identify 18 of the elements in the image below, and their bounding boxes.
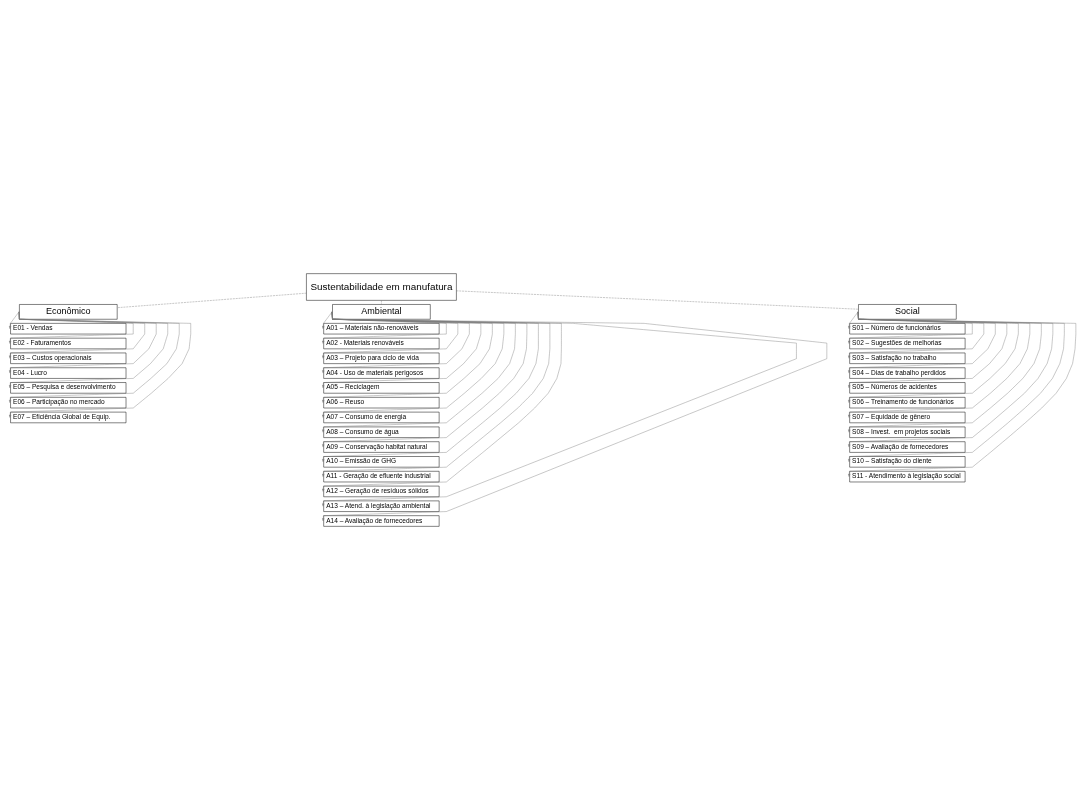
node-box: Sustentabilidade em manufatura xyxy=(306,273,457,301)
arrow xyxy=(848,311,973,344)
arrow xyxy=(9,311,20,329)
arrow xyxy=(322,311,333,329)
arrow xyxy=(848,311,996,374)
arrow xyxy=(848,311,984,359)
arrow xyxy=(848,311,859,329)
arrow xyxy=(9,311,145,359)
node-box: Econômico xyxy=(19,304,118,320)
arrow xyxy=(322,311,459,359)
arrow xyxy=(9,311,134,344)
connector xyxy=(117,292,307,308)
connector xyxy=(456,290,859,310)
node-box: Social xyxy=(858,304,957,320)
node-box: Ambiental xyxy=(332,304,431,320)
arrow xyxy=(322,311,470,374)
arrow xyxy=(322,311,447,344)
arrow xyxy=(9,311,157,374)
